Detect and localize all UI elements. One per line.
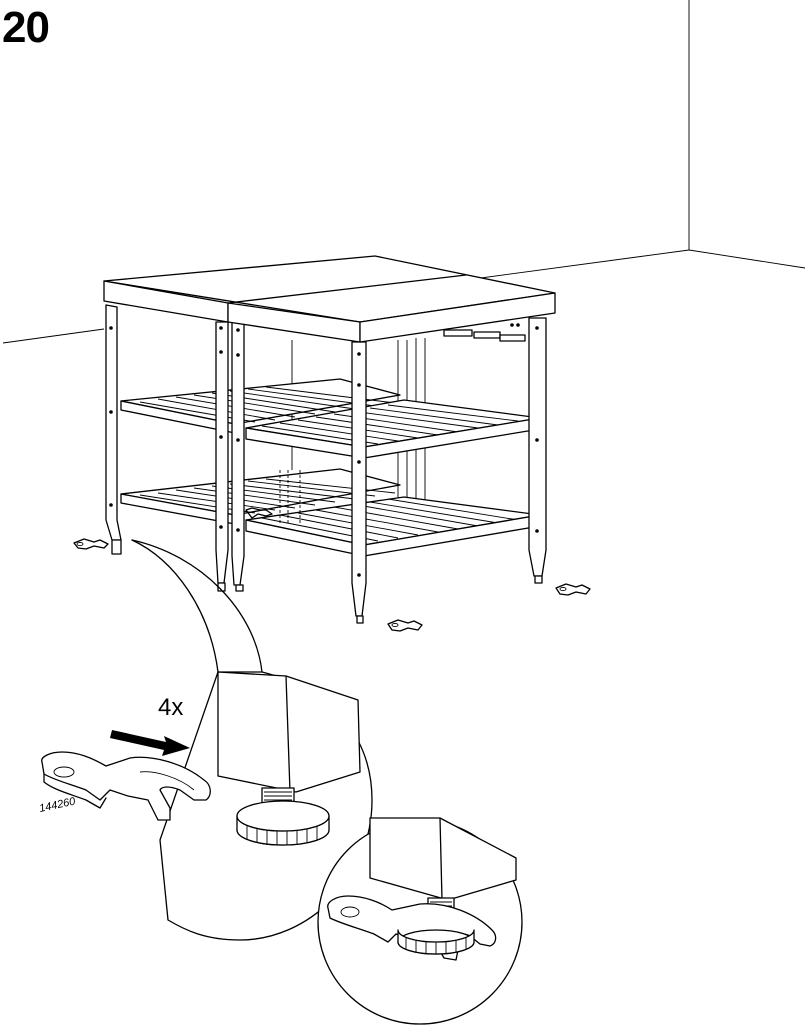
fitting-bracket-icon: [388, 620, 422, 631]
fitting-bracket-icon: [74, 539, 108, 549]
quantity-label: 4x: [158, 694, 183, 721]
direction-arrow-icon: [110, 730, 190, 756]
part-number: 144260: [38, 795, 77, 815]
table-assembly: [104, 256, 555, 623]
fitting-bracket-icon: [556, 584, 590, 595]
detail-circle-after: [318, 818, 522, 1024]
leg-adjuster-icon: [237, 801, 329, 845]
